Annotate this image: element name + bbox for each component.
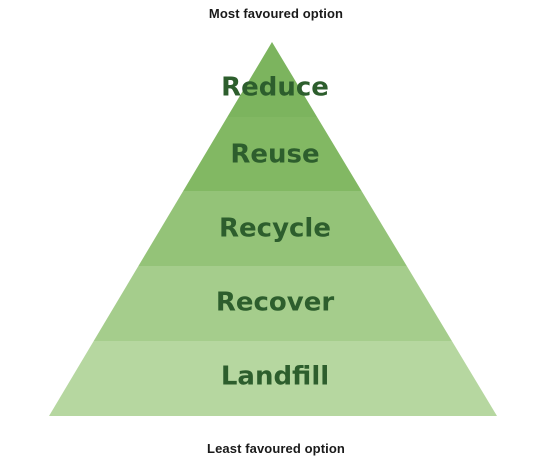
top-caption: Most favoured option <box>208 6 344 21</box>
tier-label-landfill: Landfill <box>221 362 329 392</box>
tier-recycle <box>138 191 407 266</box>
tier-recover <box>93 266 452 341</box>
tier-reduce <box>227 42 318 117</box>
tier-label-reuse: Reuse <box>230 140 319 170</box>
tier-reuse <box>183 117 362 191</box>
bottom-caption: Least favoured option <box>207 441 345 456</box>
tier-landfill <box>49 341 497 416</box>
tier-label-recycle: Recycle <box>219 214 331 244</box>
tier-label-recover: Recover <box>216 288 335 318</box>
tier-label-reduce: Reduce <box>221 73 329 103</box>
